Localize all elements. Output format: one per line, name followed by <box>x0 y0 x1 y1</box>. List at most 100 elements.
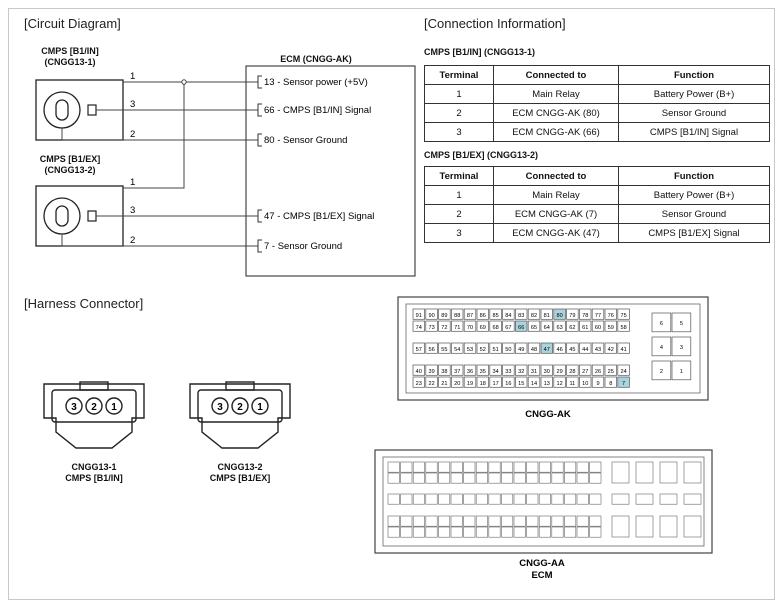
pin-number: 9 <box>596 381 599 387</box>
connector-aa-pin <box>488 461 501 473</box>
pin-number: 1 <box>680 369 683 375</box>
connector-aa-pin <box>589 515 602 527</box>
connector-pin-40 <box>412 364 425 376</box>
connector-aa-side-pin <box>659 493 678 505</box>
connector-pin-15 <box>515 376 528 388</box>
connector-aa-pin <box>513 515 526 527</box>
pin-number: 91 <box>416 313 422 319</box>
connector-pin-84 <box>502 308 515 320</box>
pin-number: 73 <box>428 325 434 331</box>
pin-number: 23 <box>416 381 422 387</box>
connector-pin-29 <box>553 364 566 376</box>
wire-s1-pin2 <box>61 128 258 141</box>
table-cell: ECM CNGG-AK (47) <box>493 223 619 243</box>
table-cell: CMPS [B1/IN] Signal <box>618 122 770 142</box>
connector-aa-pin <box>564 526 577 538</box>
connector-pin-91 <box>412 308 425 320</box>
connector-aa-pin <box>538 493 551 505</box>
sensor1-label-line2: (CNGG13-1) <box>44 57 96 67</box>
connector-pin-7 <box>617 376 630 388</box>
connector-side-pin-1 <box>671 360 692 381</box>
connector-pin-81 <box>540 308 553 320</box>
wire-pin-number: 3 <box>130 99 135 110</box>
header-terminal: Terminal <box>424 166 494 186</box>
header-connected-to: Connected to <box>493 65 619 85</box>
pin-number: 12 <box>556 381 562 387</box>
harness2-pin-1: 1 <box>257 402 263 413</box>
connector-pin-36 <box>463 364 477 376</box>
table-cell: Battery Power (B+) <box>618 185 770 205</box>
connector-aa-pin <box>501 461 514 473</box>
pin-number: 47 <box>544 347 550 353</box>
pin-number: 44 <box>582 347 588 353</box>
harness2-pin-3: 3 <box>217 402 223 413</box>
connector-aa-pin <box>425 526 438 538</box>
connector-aa-pin <box>387 526 400 538</box>
table-row: 1 Main Relay Battery Power (B+) <box>424 185 770 205</box>
connector-pin-71 <box>451 320 464 332</box>
wire-pin-number: 3 <box>130 205 135 216</box>
table-cell: 1 <box>424 185 494 205</box>
harness2-caption: CNGG13-2 CMPS [B1/EX] <box>190 462 290 484</box>
pin-number: 30 <box>544 369 550 375</box>
connector-pin-48 <box>527 342 541 354</box>
pin-number: 2 <box>660 369 663 375</box>
connector-pin-8 <box>604 376 617 388</box>
connector-aa-pin <box>450 526 463 538</box>
connector-pin-22 <box>425 376 438 388</box>
connector-pin-55 <box>438 342 451 354</box>
ecm-title: ECM (CNGG-AK) <box>280 54 352 64</box>
connector-aa-side-pin <box>611 493 630 505</box>
harness1-pin-3: 3 <box>71 402 77 413</box>
pin-number: 29 <box>556 369 562 375</box>
connector-pin-64 <box>540 320 553 332</box>
harness-connector-2 <box>189 381 291 449</box>
connector-pin-45 <box>566 342 579 354</box>
pin-number: 70 <box>467 325 473 331</box>
connector-pin-21 <box>438 376 451 388</box>
connector-aa-pin <box>538 526 551 538</box>
connector-aa-pin <box>475 515 488 527</box>
connector-pin-28 <box>566 364 579 376</box>
table-cell: Sensor Ground <box>618 103 770 123</box>
connector-pin-53 <box>463 342 477 354</box>
connector-aa-pin <box>438 461 451 473</box>
connector-aa-side-pin <box>659 515 678 538</box>
connector-aa-pin <box>513 461 526 473</box>
connector-aa-pin <box>387 493 400 505</box>
connector-aa-pin <box>438 526 451 538</box>
connector-pin-73 <box>425 320 438 332</box>
pin-number: 40 <box>416 369 422 375</box>
connector-aa-pin <box>425 493 438 505</box>
connector-aa-pin <box>412 493 425 505</box>
pin-number: 82 <box>531 313 537 319</box>
harness1-pin-2: 2 <box>91 402 97 413</box>
connector-side-pin-2 <box>651 360 672 381</box>
pin-number: 42 <box>608 347 614 353</box>
connector-aa-pin <box>538 515 551 527</box>
connector-side-pin-3 <box>671 336 692 357</box>
connector-pin-11 <box>566 376 579 388</box>
connector-pin-37 <box>451 364 464 376</box>
connector-aa-pin <box>576 493 589 505</box>
connector-aa-pin <box>425 515 438 527</box>
connector-pin-56 <box>425 342 438 354</box>
pin-number: 52 <box>480 347 486 353</box>
connector-aa-pin <box>538 461 551 473</box>
wire-s2-pin2 <box>61 234 258 247</box>
connector-aa-pin <box>501 493 514 505</box>
pin-number: 56 <box>428 347 434 353</box>
connector-pin-39 <box>425 364 438 376</box>
connector-pin-61 <box>579 320 592 332</box>
connector-aa-pin <box>387 472 400 484</box>
pin-number: 72 <box>441 325 447 331</box>
pin-number: 51 <box>492 347 498 353</box>
pin-number: 54 <box>454 347 460 353</box>
connector-side-pin-4 <box>651 336 672 357</box>
connector-aa-pin <box>589 493 602 505</box>
pin-number: 7 <box>622 381 625 387</box>
pin-number: 15 <box>518 381 524 387</box>
pin-number: 71 <box>454 325 460 331</box>
sensor2-label-line1: CMPS [B1/EX] <box>39 154 101 164</box>
